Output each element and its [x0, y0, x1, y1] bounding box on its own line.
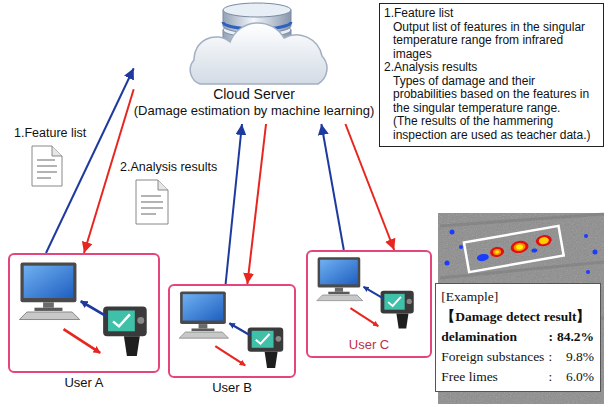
hot-spot	[531, 248, 538, 253]
user-box: User B	[168, 284, 296, 378]
result-box: [Example]【Damage detect result】delaminat…	[435, 283, 601, 392]
hot-spot	[535, 234, 553, 248]
hot-spot	[459, 245, 463, 249]
example-tag: [Example]	[441, 287, 594, 307]
hot-spot	[445, 261, 450, 266]
highlight-frame	[464, 226, 564, 272]
cloud-server-icon	[190, 3, 327, 84]
infrared-streak	[440, 214, 604, 330]
cloud-shape	[190, 23, 327, 84]
note-heading: 2.Analysis results	[384, 61, 599, 75]
document-lines	[37, 160, 57, 178]
document-label: 2.Analysis results	[120, 160, 217, 174]
result-heading: 【Damage detect result】	[441, 307, 594, 327]
hot-spot	[584, 234, 588, 238]
document-page	[32, 146, 62, 186]
note-body: Types of damage and their probabilities …	[384, 75, 599, 116]
probability: 6.0%	[557, 367, 594, 387]
document-label: 1.Feature list	[14, 126, 86, 140]
document-icon	[32, 146, 62, 186]
document-icon	[136, 180, 168, 224]
probability: 9.8%	[557, 347, 594, 367]
user-box: User A	[8, 253, 160, 373]
server-name: Cloud Server	[134, 86, 375, 103]
hot-spot	[593, 250, 598, 255]
user-name: User C	[308, 337, 430, 352]
probability: 84.2%	[557, 327, 594, 347]
result-arrow	[247, 124, 266, 284]
hot-spot	[476, 253, 489, 262]
hot-spot	[516, 244, 524, 250]
hot-spot	[513, 242, 526, 252]
damage-type: Foreign substances	[441, 347, 544, 367]
separator: :	[548, 347, 553, 367]
user-name: User B	[170, 380, 294, 395]
note-heading: 1.Feature list	[384, 7, 599, 21]
hot-spot	[489, 246, 505, 258]
separator: :	[548, 327, 553, 347]
cloud-server: Cloud Server(Damage estimation by machin…	[134, 0, 375, 124]
user-equipment	[179, 292, 283, 368]
hot-spot	[586, 270, 590, 274]
upload-arrow	[226, 124, 242, 284]
document-lines	[141, 196, 163, 214]
damage-type: delamination	[441, 327, 544, 347]
note-body: Output list of features in the singular …	[384, 21, 599, 62]
hot-spot	[495, 250, 499, 254]
user-equipment	[317, 257, 414, 328]
user-equipment	[19, 262, 146, 356]
damage-type: Free limes	[441, 367, 544, 387]
hot-spot	[510, 240, 530, 255]
note-body: (The results of the hammering inspection…	[384, 115, 599, 142]
document-fold	[158, 180, 168, 190]
database-top	[223, 3, 291, 17]
server-role: (Damage estimation by machine learning)	[134, 103, 375, 119]
user-name: User A	[10, 375, 158, 390]
damage-highlight	[464, 226, 564, 272]
separator: :	[548, 367, 553, 387]
hot-spot	[538, 236, 549, 245]
hot-spot	[450, 230, 455, 235]
hot-spot	[493, 248, 502, 255]
user-box: User C	[306, 250, 432, 358]
document-page	[136, 180, 168, 224]
document-fold	[52, 146, 62, 156]
upload-arrow	[321, 124, 343, 250]
note-box: 1.Feature listOutput list of features in…	[379, 3, 604, 147]
